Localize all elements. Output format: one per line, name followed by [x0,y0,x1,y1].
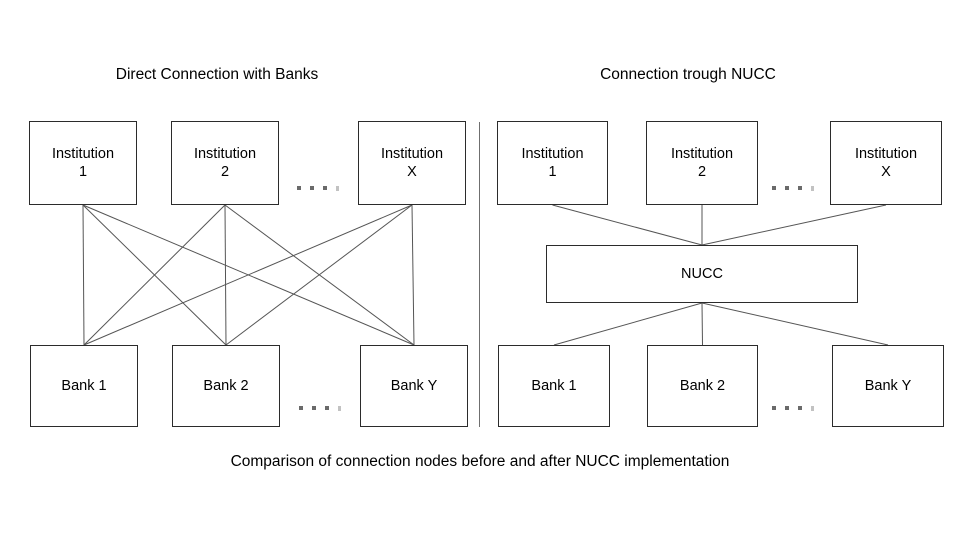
edge-left-institution-1-to-bank-2 [82,204,227,346]
ellipsis-dot [336,185,339,191]
edge-left-institution-2-to-bank-2 [224,204,227,346]
right-institution-1-label: Institution 1 [521,146,584,180]
left-institution-x-label: Institution X [380,146,444,180]
edge-right-nucc-to-bank-1 [553,302,703,346]
ellipsis-dot [299,406,303,410]
edge-left-institution-3-to-bank-1 [83,204,413,346]
left-institution-1-label: Institution 1 [51,146,115,180]
ellipsis-dot [323,186,327,190]
edge-left-institution-3-to-bank-3 [411,204,415,346]
edge-left-institution-1-to-bank-1 [82,204,85,346]
ellipsis-dot [811,185,814,191]
edge-right-nucc-to-bank-3 [701,302,889,346]
edge-right-institution-1-to-nucc [552,204,703,246]
right-institution-x-label: Institution X [854,146,918,180]
left-bank-y-label: Bank Y [390,378,438,394]
left-bank-1-box[interactable]: Bank 1 [30,345,138,427]
left-bank-y-box[interactable]: Bank Y [360,345,468,427]
ellipsis-dot [297,186,301,190]
figure-caption: Comparison of connection nodes before an… [230,453,730,470]
right-institution-2-label: Institution 2 [670,146,734,180]
left-institution-x-box[interactable]: Institution X [358,121,466,205]
right-panel-title: Connection trough NUCC [600,66,776,83]
left-banks-ellipsis-icon [299,403,341,413]
right-bank-y-label: Bank Y [864,378,912,394]
right-bank-1-box[interactable]: Bank 1 [498,345,610,427]
ellipsis-dot [798,406,802,410]
ellipsis-dot [785,186,789,190]
ellipsis-dot [312,406,316,410]
right-bank-2-label: Bank 2 [679,378,726,394]
edge-right-institution-3-to-nucc [701,204,887,246]
right-institution-2-box[interactable]: Institution 2 [646,121,758,205]
nucc-hub-label: NUCC [681,266,723,282]
ellipsis-dot [772,406,776,410]
edge-left-institution-3-to-bank-2 [225,204,413,346]
left-institutions-ellipsis-icon [297,183,339,193]
left-bank-2-label: Bank 2 [203,378,249,394]
edge-left-institution-2-to-bank-3 [224,204,415,346]
ellipsis-dot [798,186,802,190]
ellipsis-dot [338,405,341,411]
panel-divider [479,122,480,427]
nucc-hub-box[interactable]: NUCC [546,245,858,303]
ellipsis-dot [325,406,329,410]
left-bank-1-label: Bank 1 [61,378,107,394]
ellipsis-dot [310,186,314,190]
edge-left-institution-1-to-bank-3 [82,204,415,346]
left-institution-2-label: Institution 2 [193,146,257,180]
edge-left-institution-2-to-bank-1 [83,204,226,346]
right-institution-1-box[interactable]: Institution 1 [497,121,608,205]
left-panel-title: Direct Connection with Banks [115,66,319,83]
left-institution-1-box[interactable]: Institution 1 [29,121,137,205]
right-bank-1-label: Bank 1 [531,378,577,394]
right-banks-ellipsis-icon [772,403,814,413]
ellipsis-dot [785,406,789,410]
left-bank-2-box[interactable]: Bank 2 [172,345,280,427]
right-institution-x-box[interactable]: Institution X [830,121,942,205]
edge-right-nucc-to-bank-2 [701,302,703,346]
right-institutions-ellipsis-icon [772,183,814,193]
right-bank-2-box[interactable]: Bank 2 [647,345,758,427]
right-bank-y-box[interactable]: Bank Y [832,345,944,427]
ellipsis-dot [811,405,814,411]
ellipsis-dot [772,186,776,190]
left-institution-2-box[interactable]: Institution 2 [171,121,279,205]
